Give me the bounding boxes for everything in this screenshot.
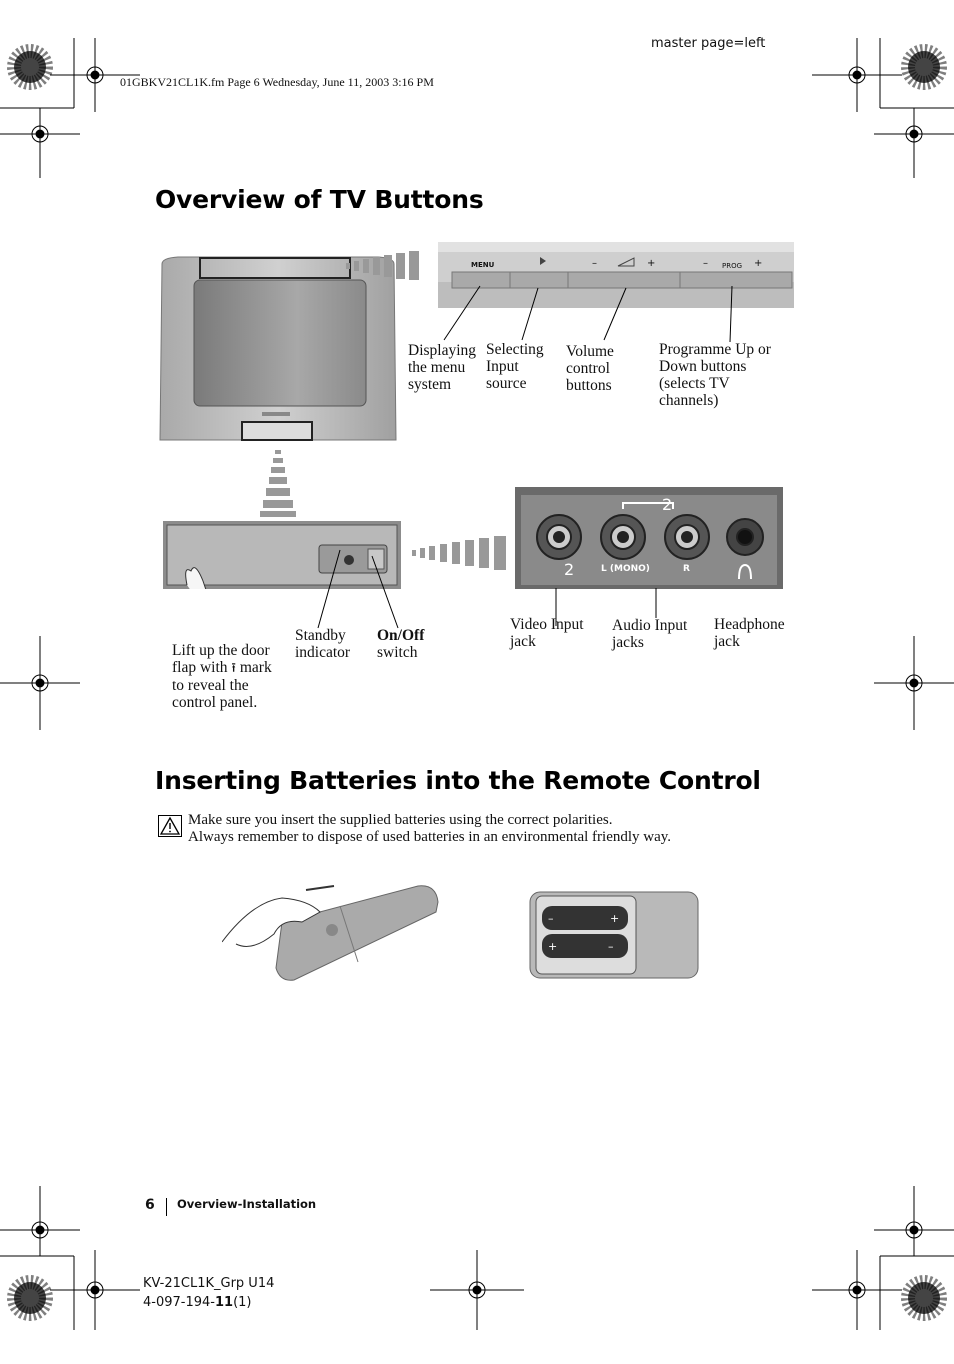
zoom-connector-down bbox=[260, 450, 296, 517]
label-onoff: On/Off switch bbox=[377, 627, 447, 661]
footer-model: KV-21CL1K_Grp U14 bbox=[143, 1276, 275, 1291]
control-panel-photo bbox=[163, 521, 401, 589]
label-programme: Programme Up or Down buttons (selects TV… bbox=[659, 341, 771, 409]
tv-illustration bbox=[159, 256, 397, 441]
jacks-panel-photo bbox=[515, 487, 783, 589]
label-audio: Audio Input jacks bbox=[612, 617, 688, 651]
jack-label-group-2: 2 bbox=[662, 495, 673, 514]
svg-text:–: – bbox=[548, 912, 554, 925]
warning-line-2: Always remember to dispose of used batte… bbox=[188, 829, 672, 845]
panel-vol-plus: + bbox=[647, 258, 656, 269]
label-lift-text: Lift up the door flap with bbox=[172, 642, 270, 676]
jack-label-r: R bbox=[683, 564, 690, 574]
section-title-tv-buttons: Overview of TV Buttons bbox=[155, 185, 484, 214]
footer-code: 4-097-194-11(1) bbox=[143, 1295, 252, 1310]
leader-lines-top bbox=[443, 285, 733, 343]
label-lift: Lift up the door flap with ⭱ mark to rev… bbox=[172, 642, 282, 711]
label-onoff-rest: switch bbox=[377, 644, 418, 661]
panel-prog-label: PROG bbox=[722, 262, 743, 270]
footer-code-bold: 11 bbox=[214, 1295, 234, 1310]
label-headphone: Headphone jack bbox=[714, 616, 785, 650]
zoom-connector-top bbox=[346, 251, 419, 280]
panel-menu-label: MENU bbox=[471, 261, 495, 269]
footer-code-prefix: 4-097-194- bbox=[143, 1295, 215, 1310]
footer-code-suffix: (1) bbox=[233, 1295, 252, 1310]
jack-label-2: 2 bbox=[564, 560, 575, 579]
warning-line-1: Make sure you insert the supplied batter… bbox=[188, 812, 613, 828]
section-title-batteries: Inserting Batteries into the Remote Cont… bbox=[155, 766, 761, 795]
label-lift-rest: mark to reveal the control panel. bbox=[172, 659, 272, 711]
page-number: 6 bbox=[145, 1197, 155, 1213]
svg-text:+: + bbox=[610, 912, 619, 925]
label-volume: Volume control buttons bbox=[566, 343, 614, 394]
label-standby: Standby indicator bbox=[295, 627, 351, 661]
top-button-panel bbox=[438, 242, 794, 308]
footer-section: Overview-Installation bbox=[177, 1197, 317, 1211]
panel-prog-plus: + bbox=[754, 258, 763, 269]
label-video: Video Input jack bbox=[510, 616, 584, 650]
lift-arrow-icon: ⭱ bbox=[231, 661, 236, 676]
label-onoff-bold: On/Off bbox=[377, 627, 425, 644]
file-info: 01GBKV21CL1K.fm Page 6 Wednesday, June 1… bbox=[120, 75, 434, 89]
svg-text:–: – bbox=[608, 940, 614, 953]
panel-prog-minus: – bbox=[703, 258, 708, 269]
remote-open-illustration bbox=[222, 885, 439, 981]
leader-lines-bottom bbox=[317, 549, 657, 629]
zoom-connector-right bbox=[412, 536, 506, 570]
panel-vol-minus: – bbox=[592, 258, 597, 269]
label-menu: Displaying the menu system bbox=[408, 342, 477, 393]
warning-icon bbox=[158, 815, 182, 837]
svg-text:+: + bbox=[548, 940, 557, 953]
footer-divider bbox=[166, 1198, 167, 1216]
master-page-label: master page=left bbox=[651, 36, 766, 51]
battery-compartment-illustration: – + + – bbox=[529, 891, 699, 979]
jack-label-lmono: L (MONO) bbox=[601, 564, 650, 574]
label-input: Selecting Input source bbox=[486, 341, 544, 392]
